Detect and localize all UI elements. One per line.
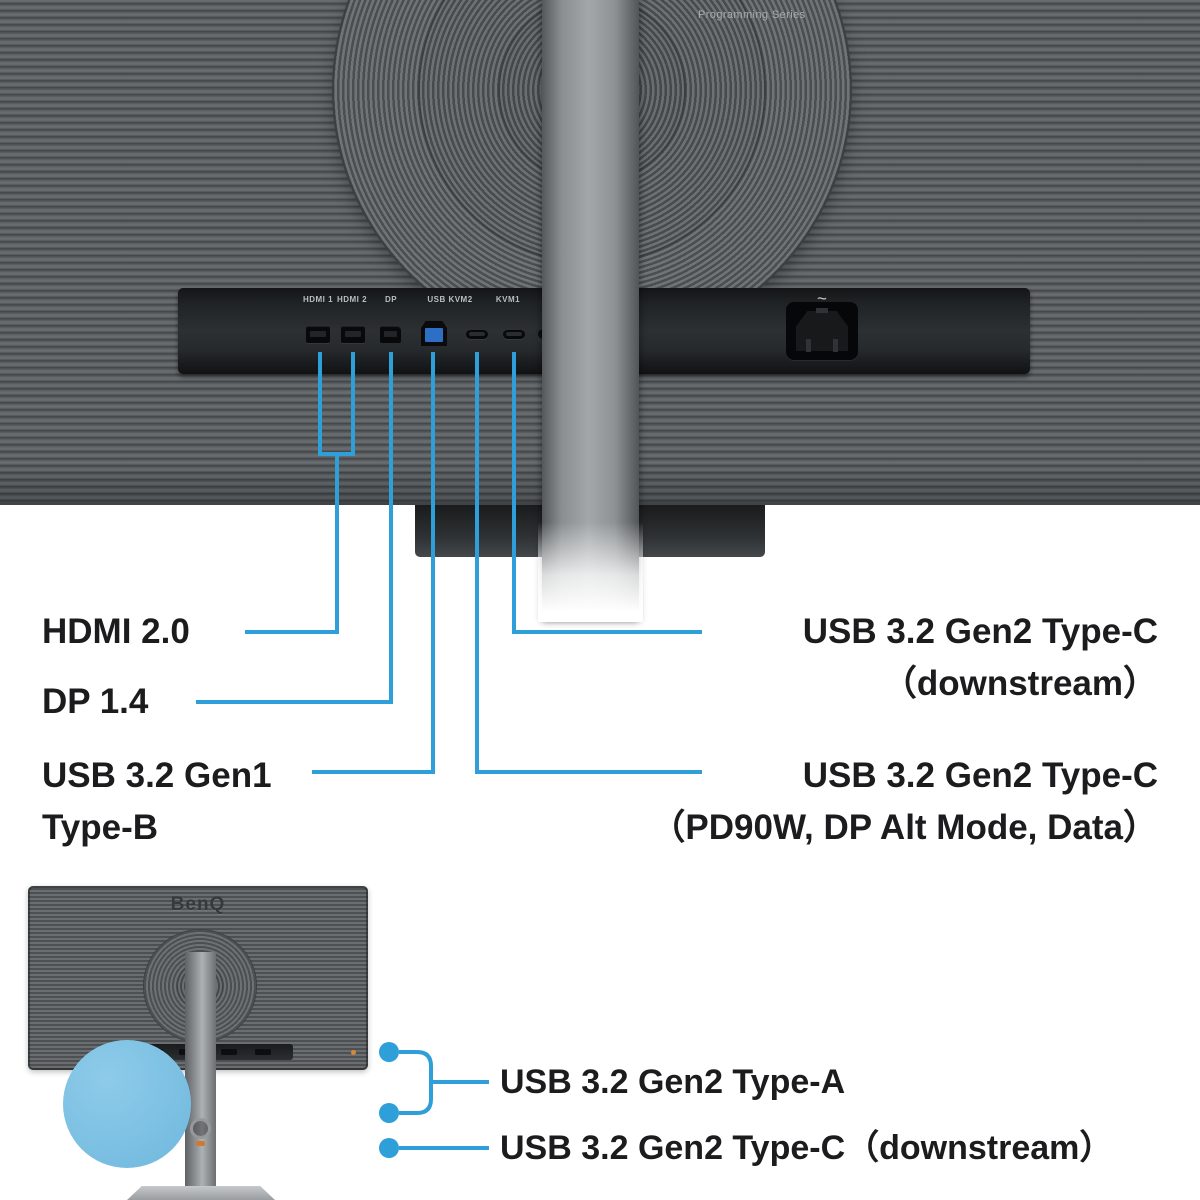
- callout-line-usbc-pd-horizontal: [475, 770, 702, 774]
- callout-label-usbc-pd-line1: USB 3.2 Gen2 Type-C: [802, 756, 1158, 795]
- callout-label-usbb-line1: USB 3.2 Gen1: [42, 756, 272, 795]
- callout-line-dp-horizontal: [196, 700, 393, 704]
- callout-dot-usbc-front: [379, 1138, 399, 1158]
- callout-label-hdmi: HDMI 2.0: [42, 612, 190, 651]
- callout-label-dp: DP 1.4: [42, 682, 149, 721]
- callout-line-hdmi1-vertical: [318, 352, 322, 456]
- small-port-slot: [221, 1049, 237, 1055]
- callout-label-usbc-downstream-line1: USB 3.2 Gen2 Type-C: [802, 612, 1158, 651]
- small-stand-base: [127, 1186, 275, 1200]
- callout-label-usbb-line2: Type-B: [42, 808, 159, 847]
- displayport-port: [380, 326, 401, 343]
- callout-line-usbb-vertical: [431, 352, 435, 774]
- callout-line-usbb-horizontal: [312, 770, 435, 774]
- usb-c-port-2-inner: [506, 332, 522, 336]
- hdmi-port-2: [341, 326, 365, 343]
- callout-line-dp-vertical: [389, 352, 393, 704]
- callout-label-usbc-downstream: USB 3.2 Gen2 Type-C （downstream）: [712, 606, 1158, 710]
- ac-power-symbol: ~: [817, 289, 827, 308]
- highlight-circle: [63, 1040, 191, 1168]
- usb-b-port-inner: [425, 328, 443, 342]
- callout-line-hdmi-horizontal: [245, 630, 339, 634]
- port-print-kvm1: KVM1: [495, 295, 521, 304]
- monitor-stand-column: [538, 0, 643, 622]
- displayport-slot: [384, 331, 397, 337]
- cable-management-ring: [190, 1118, 211, 1139]
- ac-inlet-pin-earth: [816, 308, 828, 313]
- usb-c-port-1-inner: [469, 332, 485, 336]
- port-print-usb-kvm2: USB KVM2: [427, 295, 473, 304]
- callout-label-usbc-pd: USB 3.2 Gen2 Type-C （PD90W, DP Alt Mode,…: [560, 750, 1158, 854]
- small-stand-column: [185, 952, 216, 1188]
- headphone-hook-accent: [196, 1141, 205, 1146]
- power-led: [351, 1050, 356, 1055]
- hdmi-port-1: [306, 326, 330, 343]
- callout-label-usbc-front: USB 3.2 Gen2 Type-C（downstream）: [500, 1129, 1114, 1167]
- callout-dot-usba-2: [379, 1103, 399, 1123]
- callout-line-hdmi2-vertical: [351, 352, 355, 456]
- callout-line-usbc-pd-vertical: [475, 352, 479, 774]
- callout-bracket-bottom: [399, 1082, 433, 1115]
- usb-b-port: [421, 321, 447, 346]
- callout-line-hdmi-drop: [335, 452, 339, 634]
- ac-inlet-shape: [796, 311, 848, 351]
- ac-inlet-pin-left: [806, 339, 811, 352]
- port-print-hdmi2: HDMI 2: [336, 295, 368, 304]
- port-print-dp: DP: [384, 295, 398, 304]
- port-print-hdmi1: HDMI 1: [302, 295, 334, 304]
- usb-c-port-1: [466, 330, 488, 339]
- callout-bracket-top: [399, 1050, 433, 1082]
- hdmi-port-1-slot: [310, 331, 326, 337]
- callout-label-usbc-pd-line2: （PD90W, DP Alt Mode, Data）: [650, 808, 1158, 847]
- callout-line-usbc-down-vertical: [512, 352, 516, 634]
- ac-inlet-pin-right: [833, 339, 838, 352]
- callout-label-usbb: USB 3.2 Gen1 Type-B: [42, 750, 272, 854]
- ac-power-inlet: [786, 302, 858, 360]
- hdmi-port-2-slot: [345, 331, 361, 337]
- usb-c-port-2: [503, 330, 525, 339]
- small-port-slot: [255, 1049, 271, 1055]
- brand-logo: BenQ: [170, 894, 226, 915]
- callout-line-usbc-down-horizontal: [512, 630, 702, 634]
- callout-label-usbc-downstream-line2: （downstream）: [881, 664, 1158, 703]
- callout-dot-usba-1: [379, 1042, 399, 1062]
- series-label: Programming Series: [698, 9, 806, 21]
- callout-label-usba-front: USB 3.2 Gen2 Type-A: [500, 1063, 846, 1101]
